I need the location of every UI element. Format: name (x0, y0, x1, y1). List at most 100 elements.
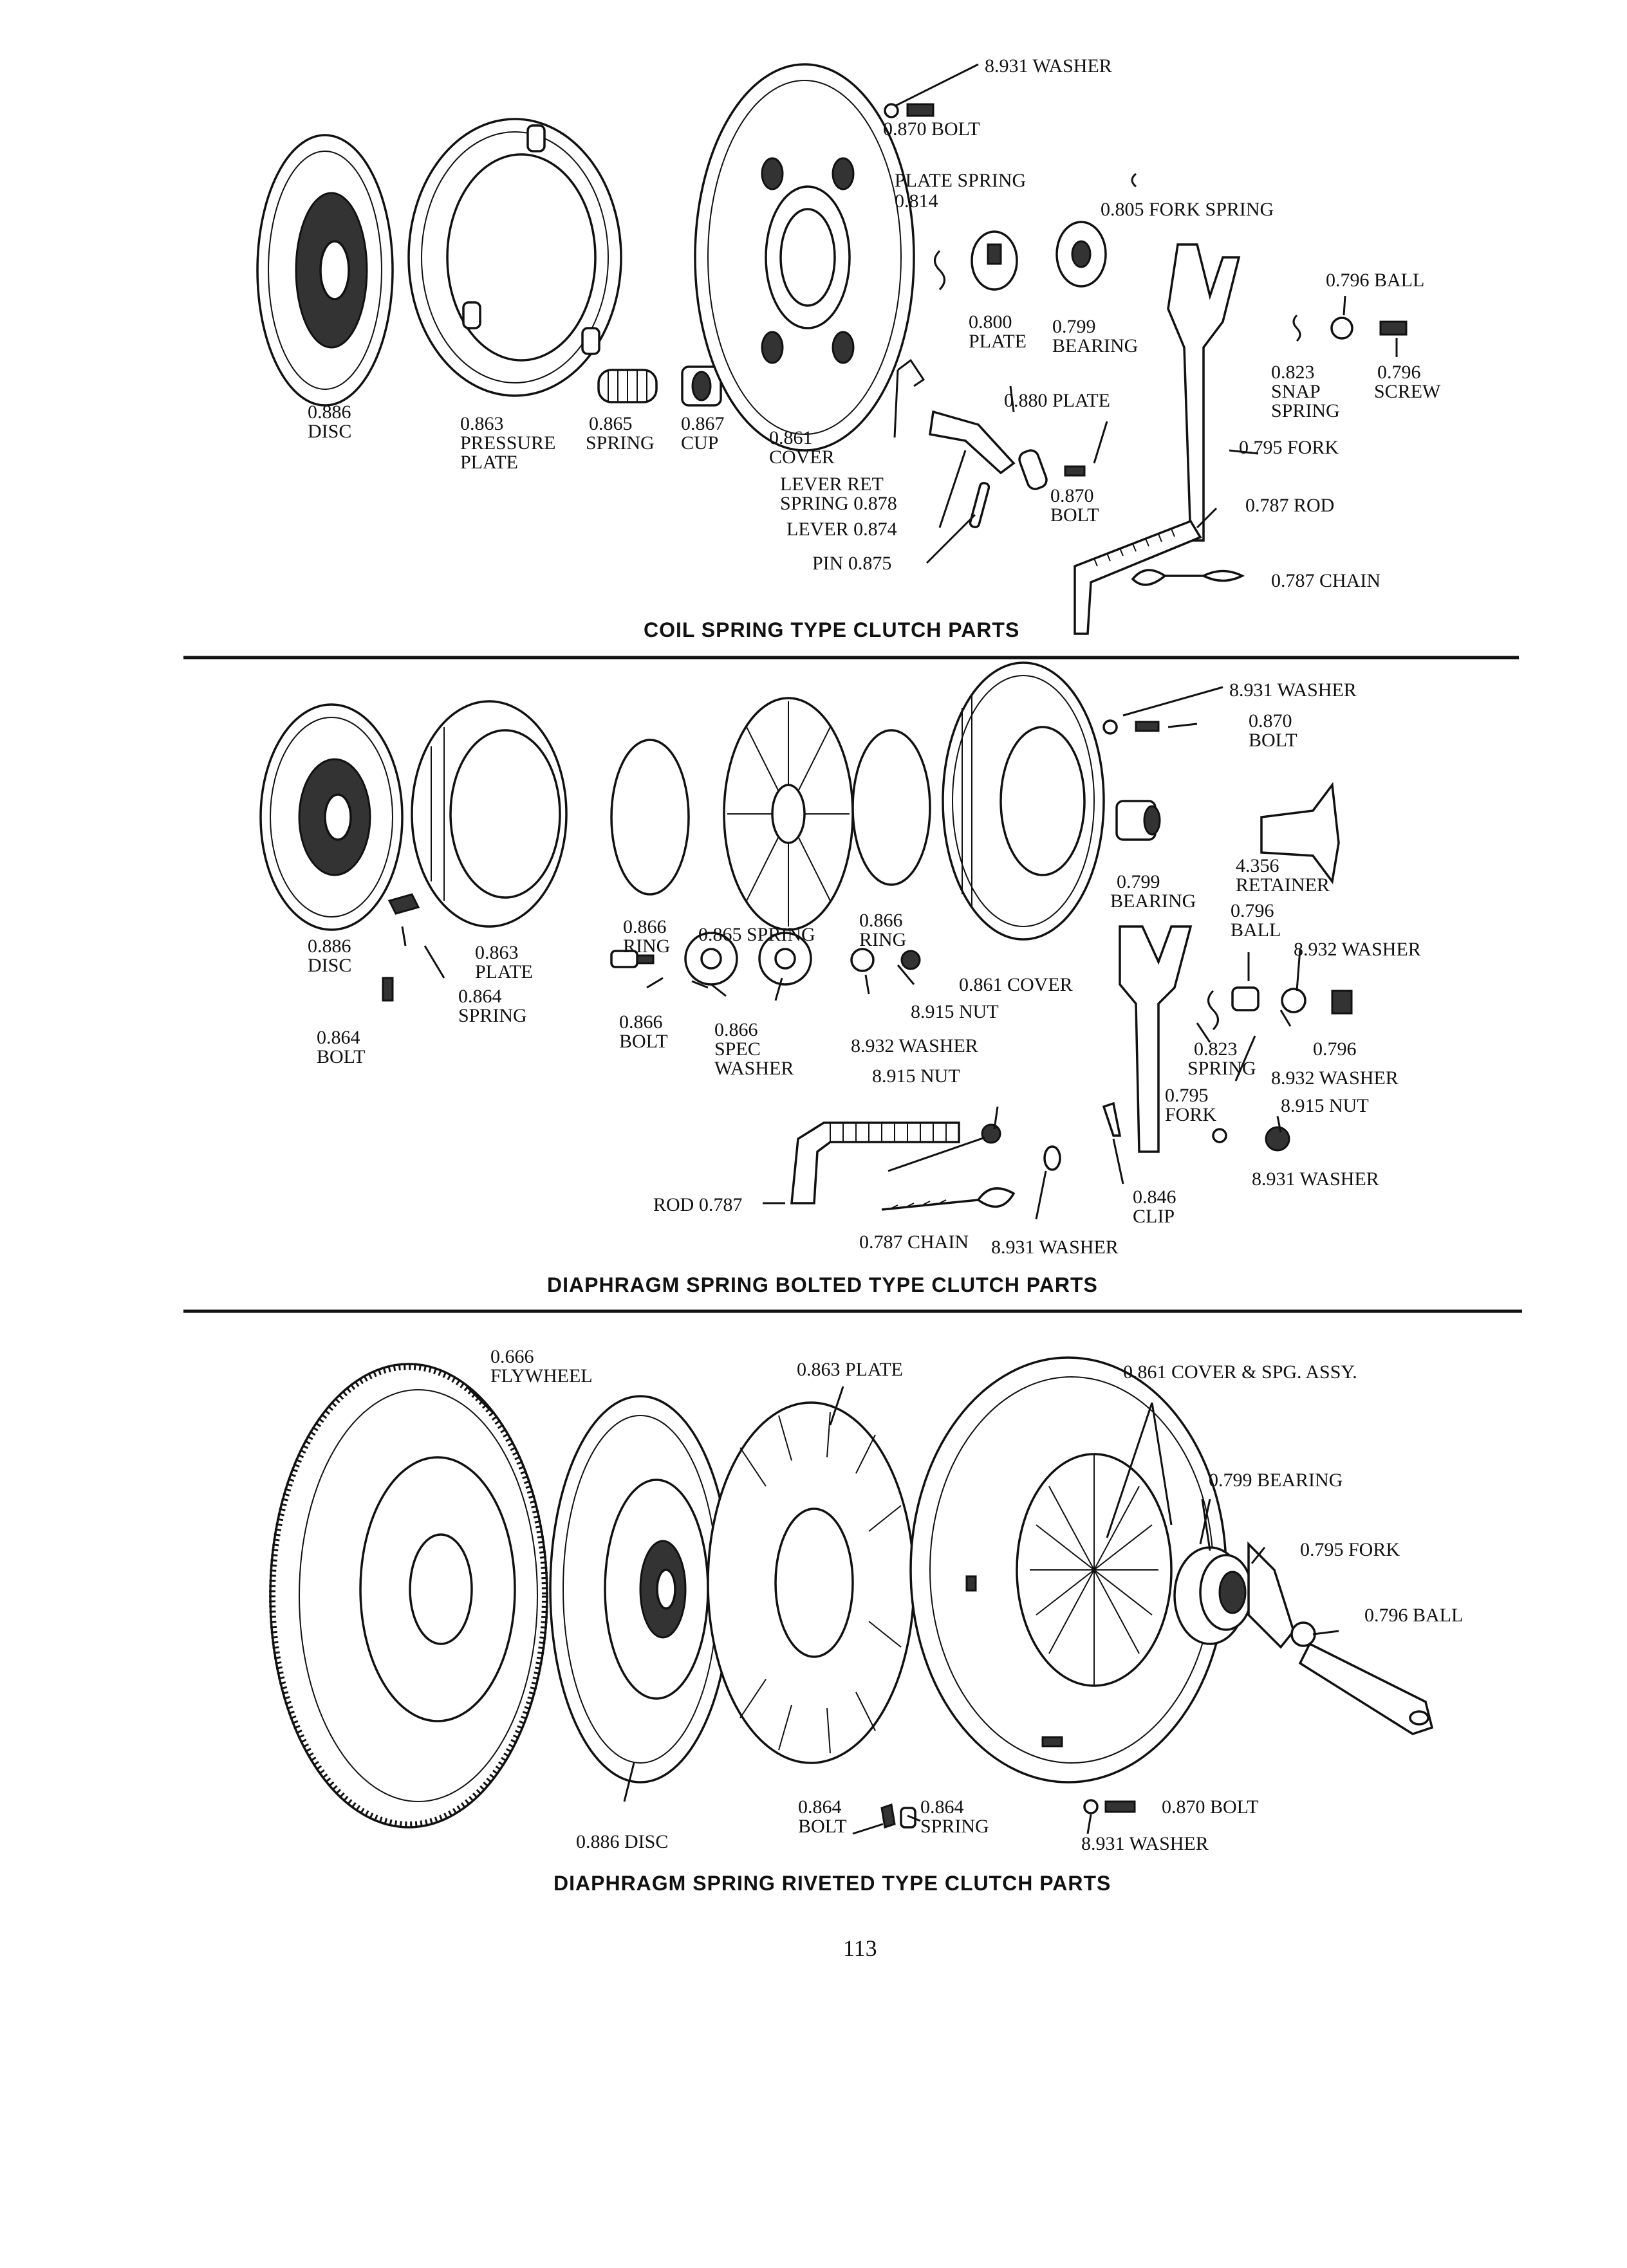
disc-illustration (259, 703, 404, 931)
washer-932-b-label: 8.932 WASHER (851, 1035, 978, 1056)
coil-spring-section: COIL SPRING TYPE CLUTCH PARTS 8.931 WASH… (256, 55, 1441, 641)
flywheel-illustration (269, 1363, 548, 1829)
bolt-number: 0.870 (1249, 710, 1292, 732)
part-796-label: 0.796 (1313, 1038, 1357, 1060)
bolt-864-number: 0.864 (798, 1796, 842, 1818)
spring-864-label: SPRING (458, 1005, 527, 1026)
flywheel-label: FLYWHEEL (490, 1365, 593, 1387)
plate-800-label: PLATE (969, 331, 1027, 352)
ring-left-number: 0.866 (623, 916, 667, 937)
spec-washer-number: 0.866 (714, 1019, 758, 1040)
cover-illustration (694, 63, 915, 452)
bolt-866-label: BOLT (619, 1031, 668, 1052)
cover-label: 0.861 COVER (959, 974, 1073, 995)
cup-number: 0.867 (681, 413, 725, 434)
bearing-number: 0.799 (1052, 316, 1096, 337)
snap-label-2: SPRING (1271, 400, 1340, 421)
plate-number: 0.863 (475, 942, 519, 963)
pressure-plate-illustration (382, 700, 568, 1002)
bearing-label: BEARING (1110, 890, 1196, 912)
cover-label: 0.861 COVER & SPG. ASSY. (1123, 1361, 1357, 1383)
plate-label: PLATE (475, 961, 533, 982)
page-number: 113 (843, 1935, 877, 1961)
bolt-866-number: 0.866 (619, 1011, 663, 1033)
bolt-washer-top-illustration (884, 63, 979, 118)
chain-label: 0.787 CHAIN (859, 1231, 969, 1253)
spring-864-number: 0.864 (920, 1796, 964, 1818)
nut-b-label: 8.915 NUT (872, 1065, 960, 1087)
pressure-label-2: PLATE (460, 452, 518, 473)
diaphragm-bolted-section: DIAPHRAGM SPRING BOLTED TYPE CLUTCH PART… (259, 661, 1421, 1296)
lever-label: LEVER 0.874 (786, 519, 897, 540)
bolt-870-label: BOLT (1050, 504, 1099, 526)
disc-illustration (256, 134, 394, 407)
spring-864-label: SPRING (920, 1816, 989, 1837)
ring-left-label: RING (623, 936, 670, 957)
disc-label: DISC (308, 955, 351, 976)
cover-label: COVER (769, 447, 835, 468)
cover-assembly-illustration (909, 1356, 1227, 1784)
fork-label: 0.795 FORK (1239, 437, 1339, 458)
riveted-section-title: DIAPHRAGM SPRING RIVETED TYPE CLUTCH PAR… (553, 1872, 1111, 1895)
coil-spring-illustration (597, 369, 658, 403)
washer-label: 8.931 WASHER (985, 55, 1112, 77)
washer-932-c-label: 8.932 WASHER (1271, 1067, 1399, 1089)
plate-spring-label: PLATE SPRING (895, 170, 1026, 191)
spring-823-number: 0.823 (1194, 1038, 1238, 1060)
snap-label: SNAP (1271, 381, 1321, 402)
disc-label: 0.886 DISC (576, 1831, 668, 1852)
fork-spring-label: 0.805 FORK SPRING (1101, 199, 1274, 220)
washer-label: 8.931 WASHER (1081, 1833, 1209, 1854)
bolted-section-title: DIAPHRAGM SPRING BOLTED TYPE CLUTCH PART… (547, 1273, 1098, 1296)
bolt-864-number: 0.864 (317, 1027, 360, 1048)
bolt-864-label: BOLT (798, 1816, 847, 1837)
pressure-plate-illustration (407, 118, 622, 397)
cover-illustration (942, 661, 1105, 941)
ring-right-label: RING (859, 929, 906, 950)
washer-932-label: 8.932 WASHER (1294, 939, 1421, 960)
ring-left-illustration (610, 739, 690, 896)
clip-number: 0.846 (1133, 1186, 1176, 1208)
disc-number: 0.886 (308, 936, 351, 957)
retainer-label: RETAINER (1236, 874, 1330, 896)
washer-931-b-label: 8.931 WASHER (991, 1237, 1119, 1258)
nut-label: 8.915 NUT (911, 1001, 999, 1022)
spring-label: SPRING (586, 432, 655, 454)
snap-number: 0.823 (1271, 362, 1315, 383)
pin-label: PIN 0.875 (812, 553, 891, 574)
disc-illustration (549, 1395, 732, 1784)
bolt-864-label: BOLT (317, 1046, 366, 1067)
ring-right-number: 0.866 (859, 910, 903, 931)
disc-number: 0.886 (308, 401, 351, 423)
bearing-label: 0.799 BEARING (1209, 1470, 1343, 1491)
spring-864-number: 0.864 (458, 986, 502, 1007)
small-hardware-illustration (401, 686, 1340, 1172)
nut-c-label: 8.915 NUT (1281, 1095, 1369, 1116)
washer-931-r-label: 8.931 WASHER (1252, 1168, 1379, 1190)
clip-label: CLIP (1133, 1206, 1175, 1227)
fork-number: 0.795 (1165, 1085, 1209, 1106)
pressure-label: PRESSURE (460, 432, 555, 454)
screw-number: 0.796 (1377, 362, 1421, 383)
plate-label: 0.863 PLATE (797, 1359, 903, 1380)
retainer-number: 4.356 (1236, 855, 1279, 876)
spring-number: 0.865 (589, 413, 633, 434)
ball-label: BALL (1231, 919, 1281, 941)
cup-illustration (681, 365, 722, 407)
chain-label: 0.787 CHAIN (1271, 570, 1381, 591)
lever-ret-label: LEVER RET (780, 474, 884, 495)
rod-label: 0.787 ROD (1245, 495, 1334, 516)
ring-right-illustration (851, 729, 931, 886)
plate-spring-number: 0.814 (895, 190, 938, 212)
bolt-label: 0.870 BOLT (883, 118, 980, 140)
ball-label: 0.796 BALL (1364, 1605, 1463, 1626)
coil-section-title: COIL SPRING TYPE CLUTCH PARTS (644, 618, 1019, 641)
bolt-870-number: 0.870 (1050, 485, 1094, 506)
spring-865-label: 0.865 SPRING (698, 924, 815, 945)
screw-label: SCREW (1374, 381, 1441, 402)
pressure-plate-illustration (707, 1401, 915, 1764)
ball-label: 0.796 BALL (1326, 270, 1424, 291)
spec-washer-label: SPEC (714, 1038, 761, 1060)
